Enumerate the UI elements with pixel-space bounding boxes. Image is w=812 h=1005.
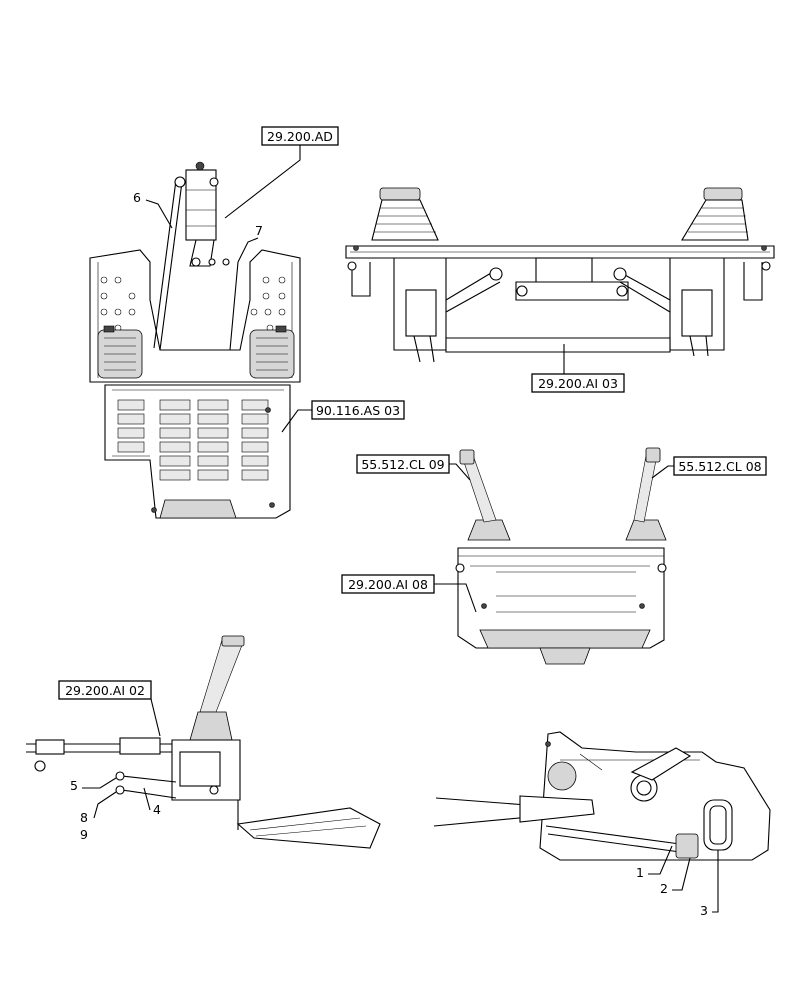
callout-2[interactable]: 2: [660, 857, 691, 896]
svg-text:6: 6: [133, 190, 141, 205]
ref-box-29-200-ai-03[interactable]: 29.200.AI 03: [531, 344, 625, 393]
callout-7[interactable]: 7: [237, 223, 263, 263]
floor-plate-assembly: [89, 161, 301, 519]
frame-assembly: [345, 187, 775, 363]
ref-box-29-200-ai-08[interactable]: 29.200.AI 08: [341, 574, 477, 613]
svg-text:1: 1: [636, 865, 644, 880]
left-boot: [97, 325, 143, 379]
rod-6: [159, 181, 183, 351]
callout-3[interactable]: 3: [700, 850, 719, 918]
svg-text:29.200.AI 03: 29.200.AI 03: [538, 376, 618, 391]
svg-text:29.200.AI 02: 29.200.AI 02: [65, 683, 145, 698]
callout-6[interactable]: 6: [133, 190, 173, 229]
callout-1[interactable]: 1: [636, 845, 673, 880]
right-boot: [249, 325, 295, 379]
floor-slots: [117, 399, 269, 481]
ref-box-29-200-ad[interactable]: 29.200.AD: [224, 126, 339, 219]
plate-holes: [100, 276, 286, 332]
callout-5[interactable]: 5: [70, 777, 117, 793]
svg-text:4: 4: [153, 802, 161, 817]
svg-text:55.512.CL 09: 55.512.CL 09: [361, 457, 444, 472]
ref-box-55-512-cl-09[interactable]: 55.512.CL 09: [356, 454, 471, 481]
svg-text:8: 8: [80, 810, 88, 825]
callout-8[interactable]: 8: [80, 791, 117, 825]
ref-box-90-116-as-03[interactable]: 90.116.AS 03: [281, 400, 405, 433]
svg-text:5: 5: [70, 778, 78, 793]
svg-text:3: 3: [700, 903, 708, 918]
svg-text:29.200.AD: 29.200.AD: [267, 129, 333, 144]
svg-text:29.200.AI 08: 29.200.AI 08: [348, 577, 428, 592]
svg-text:55.512.CL 08: 55.512.CL 08: [678, 459, 761, 474]
ref-box-29-200-ai-02[interactable]: 29.200.AI 02: [58, 680, 161, 737]
callout-9[interactable]: 9: [80, 827, 88, 842]
rod-7: [229, 261, 239, 351]
svg-text:2: 2: [660, 881, 668, 896]
svg-text:7: 7: [255, 223, 263, 238]
svg-text:9: 9: [80, 827, 88, 842]
callout-4[interactable]: 4: [143, 787, 161, 817]
svg-text:90.116.AS 03: 90.116.AS 03: [316, 403, 400, 418]
console-assembly: [455, 447, 667, 665]
ref-box-55-512-cl-08[interactable]: 55.512.CL 08: [651, 456, 767, 479]
detail-view: [433, 731, 771, 861]
lever-assembly: [26, 635, 381, 849]
